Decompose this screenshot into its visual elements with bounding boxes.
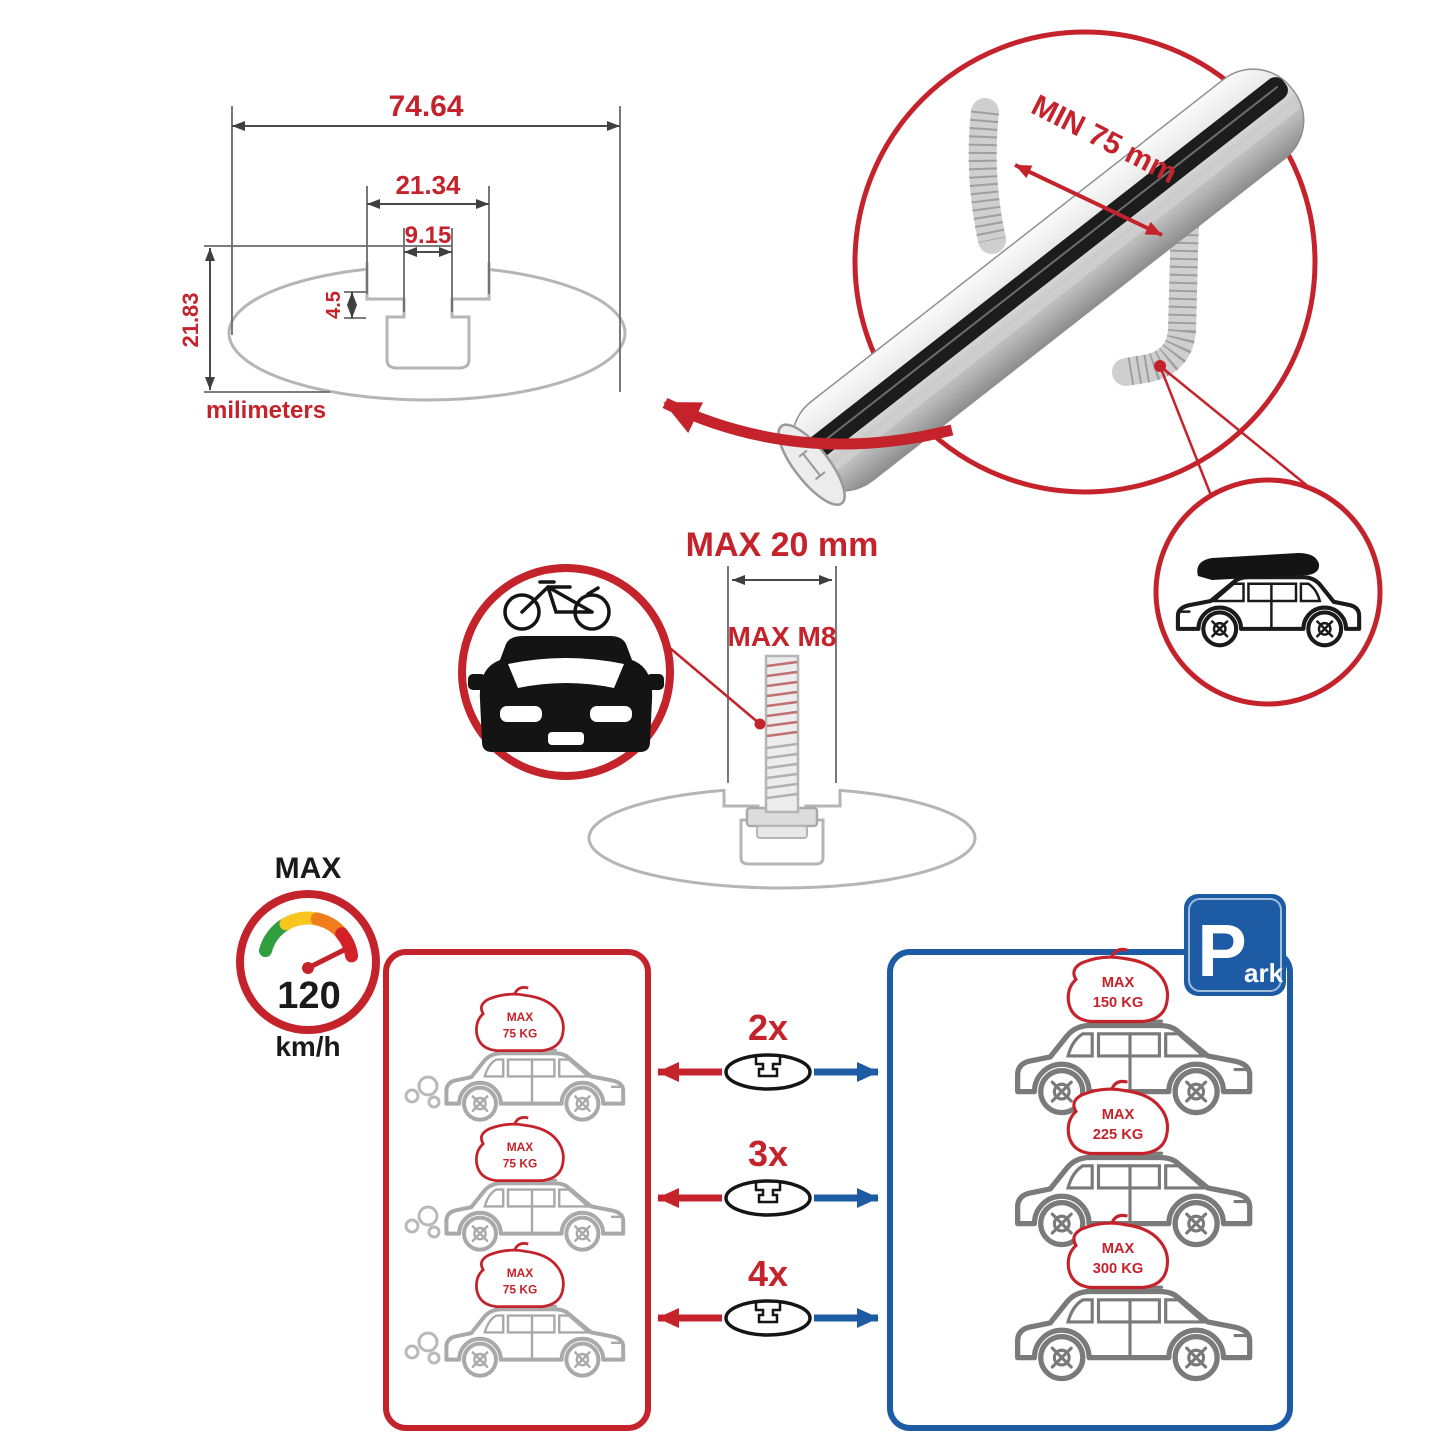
multiplier-label: 3x — [748, 1133, 788, 1174]
bag-max-label: MAX — [1102, 1107, 1135, 1123]
multiplier-row: 4x — [657, 1253, 879, 1337]
crossbar-render — [777, 68, 1305, 506]
max-length-label: MAX 20 mm — [686, 526, 879, 564]
multiplier-label: 2x — [748, 1007, 788, 1048]
t-slot-outline-2 — [722, 789, 842, 866]
roofbox-suv-circle — [1153, 477, 1383, 707]
speed-unit: km/h — [275, 1031, 340, 1062]
parked-panel: MAX 150 KG MAX 225 KG MAX 300 KG — [887, 894, 1293, 1431]
car-row: MAX 150 KG — [1018, 947, 1250, 1112]
bag-weight-label: 75 KG — [503, 1157, 538, 1171]
speed-max-label: MAX — [275, 852, 342, 885]
car-row: MAX 75 KG — [404, 1242, 623, 1375]
units-label: milimeters — [206, 397, 326, 424]
roof-bag: MAX 300 KG — [1066, 1213, 1170, 1290]
dim-total-height: 21.83 — [178, 292, 203, 347]
cross-section-diagram: 74.64 21.34 9.15 4.5 21.83 milimeters — [178, 90, 627, 424]
bag-max-label: MAX — [507, 1266, 534, 1280]
bag-weight-label: 150 KG — [1093, 995, 1144, 1011]
bolt — [764, 654, 800, 814]
park-sign: P ark — [1184, 894, 1286, 996]
speedometer: MAX 120 km/h — [236, 852, 380, 1062]
park-sign-ark: ark — [1244, 958, 1284, 988]
car-row: MAX 75 KG — [404, 986, 623, 1119]
roof-bag: MAX 75 KG — [475, 1242, 565, 1308]
clamp-strap-left — [968, 98, 1006, 254]
max-thread-label: MAX M8 — [728, 621, 837, 652]
roof-box — [1197, 553, 1320, 580]
motion-swirls — [404, 1205, 441, 1239]
roof-bag: MAX 75 KG — [475, 986, 565, 1052]
clamp-strap-right — [1112, 204, 1199, 386]
park-sign-p: P — [1197, 909, 1246, 992]
t-slot-outline — [365, 262, 491, 370]
bicycle-icon — [503, 580, 611, 631]
leader-to-suv-2 — [1159, 365, 1316, 493]
leader-to-suv-1 — [1158, 365, 1214, 499]
roof-bag: MAX 225 KG — [1066, 1079, 1170, 1156]
t-slot-fill — [367, 255, 489, 368]
bolt-point-dot — [754, 718, 766, 730]
dim-slot-outer: 21.34 — [395, 170, 461, 200]
car-row: MAX 225 KG — [1018, 1079, 1250, 1244]
roof-bag: MAX 150 KG — [1066, 947, 1170, 1024]
multiplier-row: 3x — [657, 1133, 879, 1217]
bag-max-label: MAX — [507, 1140, 534, 1154]
gauge-arc — [259, 911, 359, 963]
bag-max-label: MAX — [1102, 1241, 1135, 1257]
roof-bag: MAX 75 KG — [475, 1116, 565, 1182]
dim-total-width: 74.64 — [388, 90, 463, 123]
bag-weight-label: 75 KG — [503, 1283, 538, 1297]
driving-panel: MAX 75 KG MAX 75 KG MAX — [383, 949, 651, 1431]
speed-value: 120 — [277, 975, 340, 1017]
bag-weight-label: 225 KG — [1093, 1127, 1144, 1143]
dim-slot-inner: 9.15 — [405, 222, 452, 249]
leader-line-bolt — [663, 642, 761, 725]
multiplier-label: 4x — [748, 1253, 788, 1294]
bag-max-label: MAX — [507, 1010, 534, 1024]
car-row: MAX 300 KG — [1018, 1213, 1250, 1378]
bolt-diagram: MAX 20 mm MAX M8 — [587, 526, 977, 890]
car-row: MAX 75 KG — [404, 1116, 623, 1249]
gauge-needle — [305, 947, 347, 971]
bag-weight-label: 75 KG — [503, 1027, 538, 1041]
dim-slot-depth: 4.5 — [323, 291, 345, 319]
pointer-arrow — [662, 398, 954, 450]
bag-max-label: MAX — [1102, 975, 1135, 991]
bike-car-circle — [458, 564, 674, 780]
motion-swirls — [404, 1075, 441, 1109]
motion-swirls — [404, 1331, 441, 1365]
bag-weight-label: 300 KG — [1093, 1261, 1144, 1277]
min-gap-arrow — [1014, 163, 1163, 237]
multiplier-row: 2x — [657, 1007, 879, 1091]
bar-closeup: MIN 75 mm — [777, 29, 1318, 506]
multiplier-rows: 2x 3x 4x — [657, 1007, 879, 1337]
car-front-illustration — [468, 636, 664, 752]
